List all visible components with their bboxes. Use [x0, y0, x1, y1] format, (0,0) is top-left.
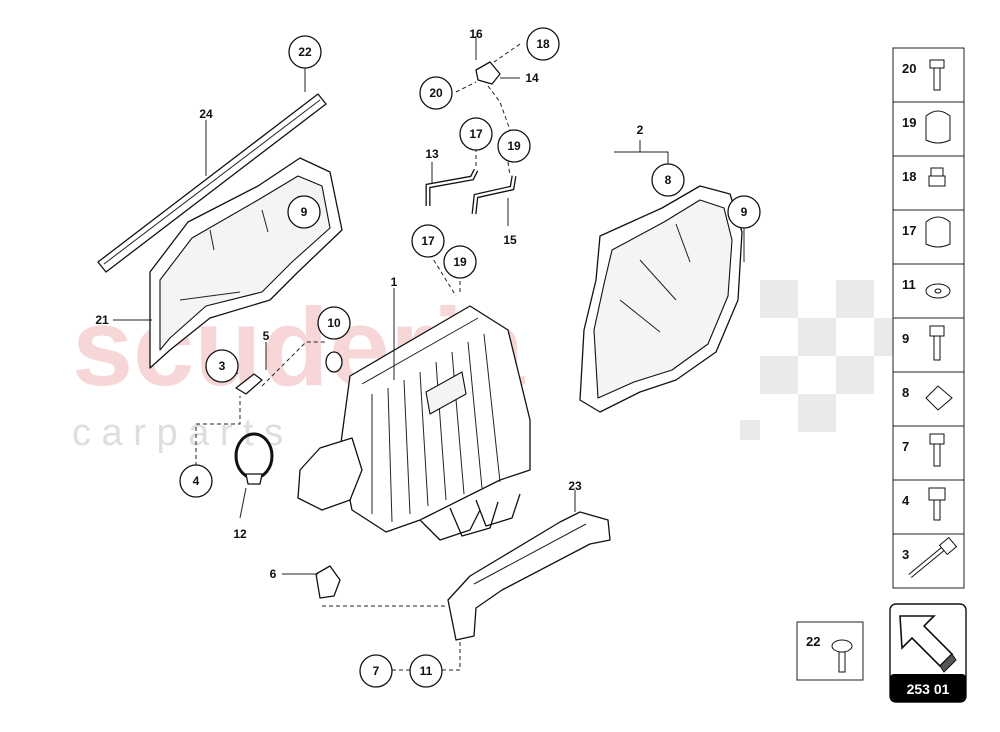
washer-icon [925, 283, 951, 299]
svg-text:17: 17 [421, 234, 435, 248]
svg-text:18: 18 [536, 37, 550, 51]
callout-7[interactable]: 7 [359, 654, 393, 688]
svg-text:19: 19 [507, 139, 521, 153]
svg-text:7: 7 [373, 664, 380, 678]
svg-text:11: 11 [902, 277, 916, 292]
bolt-icon [929, 325, 945, 361]
callout-8[interactable]: 8 [651, 163, 685, 197]
callout-2[interactable]: 2 [637, 123, 644, 137]
page-ref-box[interactable]: 253 01 [889, 603, 967, 703]
callout-9-left[interactable]: 9 [287, 195, 321, 229]
callout-19-top[interactable]: 19 [497, 129, 531, 163]
callout-18[interactable]: 18 [526, 27, 560, 61]
callout-6[interactable]: 6 [270, 567, 277, 581]
part-12-clamp [234, 432, 274, 485]
callout-19-bottom[interactable]: 19 [443, 245, 477, 279]
callout-3[interactable]: 3 [205, 349, 239, 383]
part-23-strip [97, 93, 327, 273]
page-ref-label: 253 01 [907, 681, 950, 697]
svg-text:22: 22 [806, 634, 820, 649]
legend-row-9[interactable]: 9 [902, 325, 945, 361]
clip-icon [925, 216, 951, 248]
clamp-icon [925, 110, 951, 144]
legend-row-17[interactable]: 17 [902, 216, 951, 248]
svg-text:9: 9 [902, 331, 909, 346]
callout-20[interactable]: 20 [419, 76, 453, 110]
svg-text:8: 8 [902, 385, 909, 400]
callout-17-top[interactable]: 17 [459, 117, 493, 151]
svg-text:7: 7 [902, 439, 909, 454]
nut-icon [928, 167, 946, 187]
legend-row-4[interactable]: 4 [902, 487, 946, 521]
screw-icon [929, 433, 945, 467]
svg-text:10: 10 [327, 316, 341, 330]
callout-1[interactable]: 1 [391, 275, 398, 289]
legend-row-8[interactable]: 8 [902, 385, 953, 411]
part-15-hose [471, 175, 517, 215]
callout-21[interactable]: 21 [95, 313, 109, 327]
callout-15[interactable]: 15 [503, 233, 517, 247]
legend-row-11[interactable]: 11 [902, 277, 951, 299]
callout-22[interactable]: 22 [288, 35, 322, 69]
svg-text:19: 19 [453, 255, 467, 269]
legend-row-7[interactable]: 7 [902, 433, 945, 467]
part-13-hose [425, 168, 479, 206]
svg-text:8: 8 [665, 173, 672, 187]
part-1-catalyst [297, 305, 531, 541]
svg-text:3: 3 [902, 547, 909, 562]
callout-13[interactable]: 13 [425, 147, 439, 161]
svg-text:17: 17 [469, 127, 483, 141]
part-6-sensor [315, 565, 341, 599]
callout-24[interactable]: 23 [568, 479, 582, 493]
legend-table: 20 19 18 17 11 9 8 7 [892, 47, 965, 589]
legend-row-20[interactable]: 20 [902, 59, 945, 91]
callout-11[interactable]: 11 [409, 654, 443, 688]
svg-text:20: 20 [429, 86, 443, 100]
legend-row-22[interactable]: 22 [796, 621, 864, 681]
watermark-sub: c a r p a r t s [72, 412, 283, 454]
callout-23[interactable]: 24 [199, 107, 213, 121]
callout-4[interactable]: 4 [179, 464, 213, 498]
legend-row-3[interactable]: 3 [902, 536, 958, 578]
svg-text:18: 18 [902, 169, 916, 184]
legend-row-18[interactable]: 18 [902, 167, 946, 187]
part-24-bracket [447, 511, 611, 641]
part-2-right-shield [579, 185, 743, 413]
watermark-checker [740, 280, 912, 440]
arrow-up-left-icon [899, 615, 957, 673]
callout-12[interactable]: 12 [233, 527, 247, 541]
svg-text:20: 20 [902, 61, 916, 76]
parts-16-20-bracket [475, 61, 501, 85]
square-nut-icon [925, 385, 953, 411]
svg-text:9: 9 [741, 205, 748, 219]
legend-row-19[interactable]: 19 [902, 110, 951, 144]
part-5-sensor [235, 373, 263, 395]
svg-text:17: 17 [902, 223, 916, 238]
svg-text:19: 19 [902, 115, 916, 130]
callout-9-right[interactable]: 9 [727, 195, 761, 229]
callout-10[interactable]: 10 [317, 306, 351, 340]
callout-5[interactable]: 5 [263, 329, 270, 343]
bolt-flange-icon [929, 59, 945, 91]
svg-text:11: 11 [420, 664, 433, 678]
callout-16[interactable]: 16 [469, 27, 483, 41]
part-10-sleeve [325, 351, 343, 373]
svg-text:4: 4 [902, 493, 910, 508]
rivet-icon [831, 639, 853, 673]
svg-text:22: 22 [298, 45, 312, 59]
long-bolt-icon [908, 536, 958, 578]
svg-text:3: 3 [219, 359, 226, 373]
svg-text:4: 4 [193, 474, 200, 488]
svg-text:9: 9 [301, 205, 308, 219]
callout-17-bottom[interactable]: 17 [411, 224, 445, 258]
hex-bolt-icon [928, 487, 946, 521]
callout-14[interactable]: 14 [525, 71, 539, 85]
